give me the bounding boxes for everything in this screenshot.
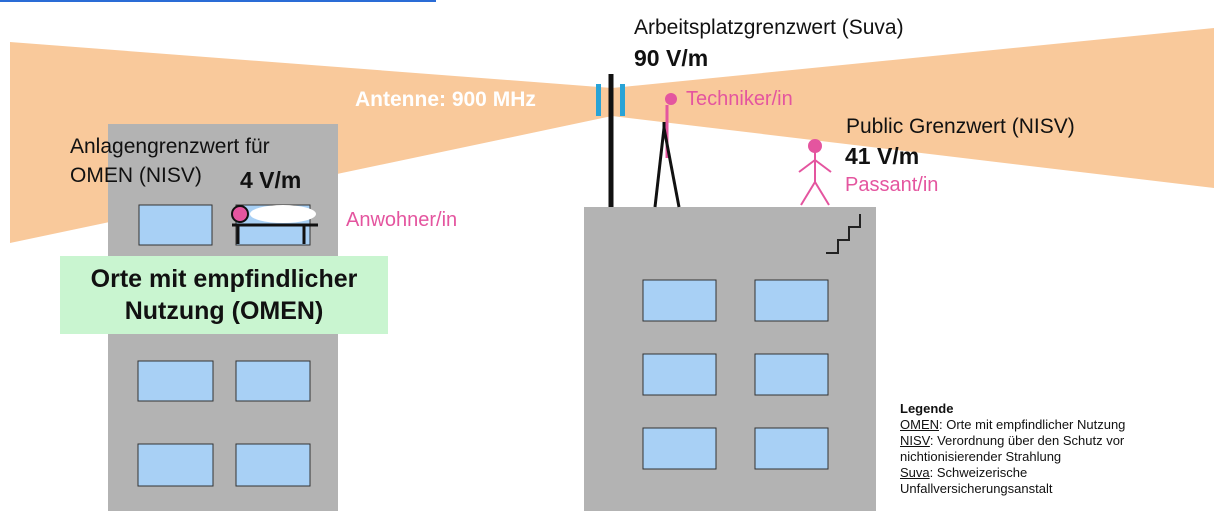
window [754,279,829,322]
window [235,443,311,487]
legend-nisv-text: : Verordnung über den Schutz vor [929,433,1125,448]
legend-suva-abbr: Suva [900,465,930,480]
legend-suva-cont: Unfallversicherungsanstalt [900,481,1053,496]
installation-limit-title-1: Anlagengrenzwert für [70,135,270,158]
technician-label: Techniker/in [686,88,793,110]
window [137,360,214,402]
legend-nisv: NISV: Verordnung über den Schutz vor [900,433,1125,449]
omen-box-line1: Orte mit empfindlicher [90,264,358,293]
legend-title: Legende [900,401,954,416]
legend-nisv-abbr: NISV [900,433,930,448]
legend-omen-text: : Orte mit empfindlicher Nutzung [939,417,1126,432]
resident-label: Anwohner/in [346,209,458,231]
antenna-label: Antenne: 900 MHz [355,88,536,111]
window [137,443,214,487]
radiation-beam [10,28,1214,243]
bedroom-window [231,204,318,246]
omen-box: Orte mit empfindlicher Nutzung (OMEN) [60,256,388,334]
staircase [826,214,861,254]
legend-suva: Suva: Schweizerische [900,465,1125,481]
legend-suva-text: : Schweizerische [929,465,1028,480]
window [642,279,717,322]
omen-box-line2: Nutzung (OMEN) [124,297,324,325]
window [642,427,717,470]
link-underline [0,0,436,2]
antenna-mast [596,74,625,207]
public-limit-title: Public Grenzwert (NISV) [846,115,1075,138]
public-limit-value: 41 V/m [845,143,920,169]
installation-limit-title-2: OMEN (NISV) [70,164,202,187]
passerby-figure [798,139,832,206]
legend: Legende OMEN: Orte mit empfindlicher Nut… [900,401,1125,497]
window [235,360,311,402]
window [754,427,829,470]
suva-limit-title: Arbeitsplatzgrenzwert (Suva) [634,16,904,39]
legend-nisv-cont: nichtionisierender Strahlung [900,449,1062,464]
legend-omen-abbr: OMEN [900,417,939,432]
legend-omen: OMEN: Orte mit empfindlicher Nutzung [900,417,1125,433]
window [754,353,829,396]
suva-limit-value: 90 V/m [634,45,709,71]
window [642,353,717,396]
technician-figure [653,93,681,208]
window [138,204,213,246]
passerby-label: Passant/in [845,174,939,196]
installation-limit-value: 4 V/m [240,167,302,193]
